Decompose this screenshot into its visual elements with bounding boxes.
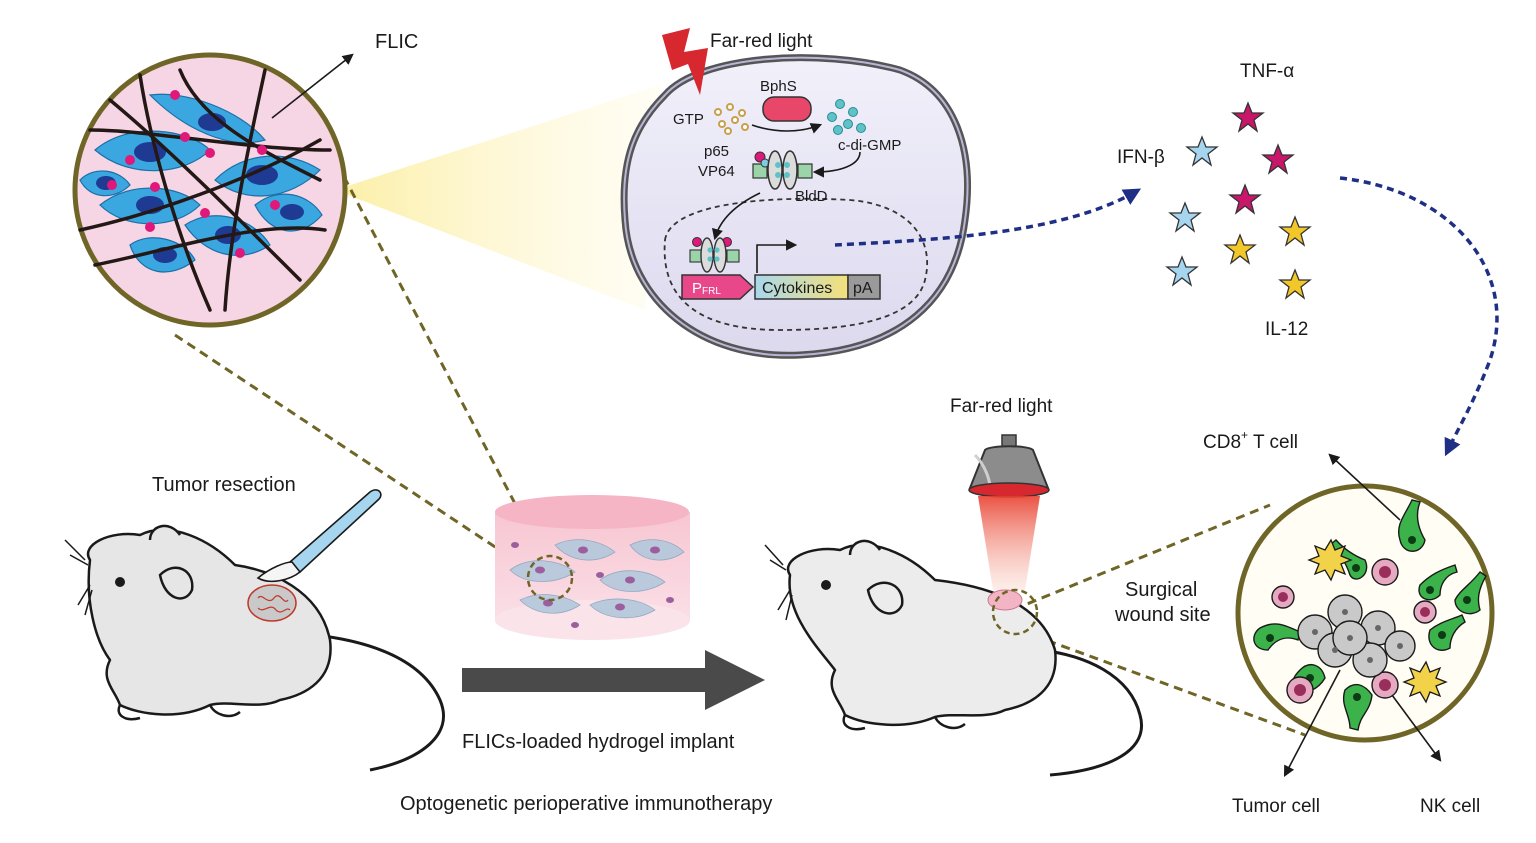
tumor-mass: [247, 584, 297, 622]
hydrogel-implant: [495, 495, 690, 640]
ifn-star: [1185, 135, 1219, 167]
vp64-label: VP64: [698, 163, 735, 180]
promoter-label: PFRL: [692, 280, 721, 297]
mouse-treated: [786, 539, 1143, 777]
il12-star: [1278, 268, 1312, 300]
tnf-star: [1231, 101, 1265, 133]
c-di-gmp-label: c-di-GMP: [838, 137, 901, 154]
nuclear-bldd-complex: [689, 237, 740, 273]
pa-label: pA: [853, 280, 873, 297]
far-red-light-label-bottom: Far-red light: [950, 396, 1053, 417]
il12-star: [1223, 233, 1257, 265]
zoom-guide-lines: [174, 149, 1306, 737]
surgical-wound-label-line2: wound site: [1114, 604, 1211, 626]
far-red-light-label-top: Far-red light: [710, 31, 813, 52]
mouse-tumor-resection: [86, 524, 445, 772]
tumor-cell-label: Tumor cell: [1232, 796, 1320, 817]
tumor-cell-pointer-arrow: [1283, 669, 1341, 777]
crosslink-nodes: [107, 90, 280, 258]
far-red-lightning-icon: [662, 28, 708, 95]
bphs-label: BphS: [760, 78, 797, 95]
p65-label: p65: [704, 143, 729, 160]
il12-star: [1278, 215, 1312, 247]
gtp-label: GTP: [673, 111, 704, 128]
immune-activation-dashed-arrow: [1339, 176, 1499, 457]
tnf-alpha-label: TNF-α: [1240, 61, 1294, 82]
immune-microenvironment-circle: [1235, 483, 1495, 743]
cell-nuclei: [96, 113, 304, 263]
flic-label: FLIC: [375, 31, 418, 53]
pa-box: [847, 274, 881, 300]
nuclear-translocation-arrow: [712, 192, 761, 241]
scaffold-fibers: [78, 68, 332, 312]
ifn-beta-label: IFN-β: [1117, 147, 1165, 168]
mouse-right-whiskers: [764, 544, 793, 621]
flics-hydrogel-label: FLICs-loaded hydrogel implant: [462, 731, 735, 753]
tumor-resection-label: Tumor resection: [152, 474, 296, 496]
surgical-wound-label-line1: Surgical: [1125, 579, 1197, 601]
far-red-lamp-icon: [968, 434, 1050, 590]
caption-label: Optogenetic perioperative immunotherapy: [400, 793, 772, 815]
il12-label: IL-12: [1265, 319, 1308, 340]
gtp-molecules: [714, 103, 749, 135]
nk-cell-pointer-arrow: [1391, 694, 1442, 762]
promoter-box: [681, 274, 755, 300]
cytokines-label: Cytokines: [762, 280, 832, 297]
bphs-conversion-arrow: [751, 123, 823, 134]
c-di-gmp-molecules: [827, 99, 866, 135]
implant-site: [987, 588, 1039, 636]
zoom-light-beam: [335, 85, 660, 310]
yellow-cells: [1307, 538, 1448, 704]
cd8-pointer-arrow: [1328, 453, 1401, 521]
big-process-arrow: [462, 650, 765, 710]
bldd-complex: [752, 150, 813, 190]
tnf-star: [1228, 183, 1262, 215]
bphs-enzyme: [762, 96, 812, 122]
tnf-star: [1261, 143, 1295, 175]
cytokine-stars: [1165, 101, 1312, 300]
c-di-gmp-binding-arrow: [812, 151, 861, 178]
nk-cell-label: NK cell: [1420, 796, 1480, 817]
bldd-label: BldD: [795, 188, 828, 205]
nucleus-outline: [663, 197, 929, 331]
flic-pointer-arrow: [271, 53, 354, 119]
mouse-right-eye: [821, 580, 831, 590]
transcription-start-arrow: [756, 239, 798, 273]
mouse-left-whiskers: [64, 539, 93, 616]
cd8-t-cell-label: CD8+ T cell: [1203, 428, 1298, 453]
flic-scaffold-circle: [72, 52, 348, 328]
ifn-star: [1165, 255, 1199, 287]
scalpel-icon: [256, 489, 382, 583]
cytokines-box: [754, 274, 849, 300]
secretion-dashed-arrow: [834, 188, 1142, 247]
mouse-left-eye: [115, 577, 125, 587]
ifn-star: [1168, 201, 1202, 233]
